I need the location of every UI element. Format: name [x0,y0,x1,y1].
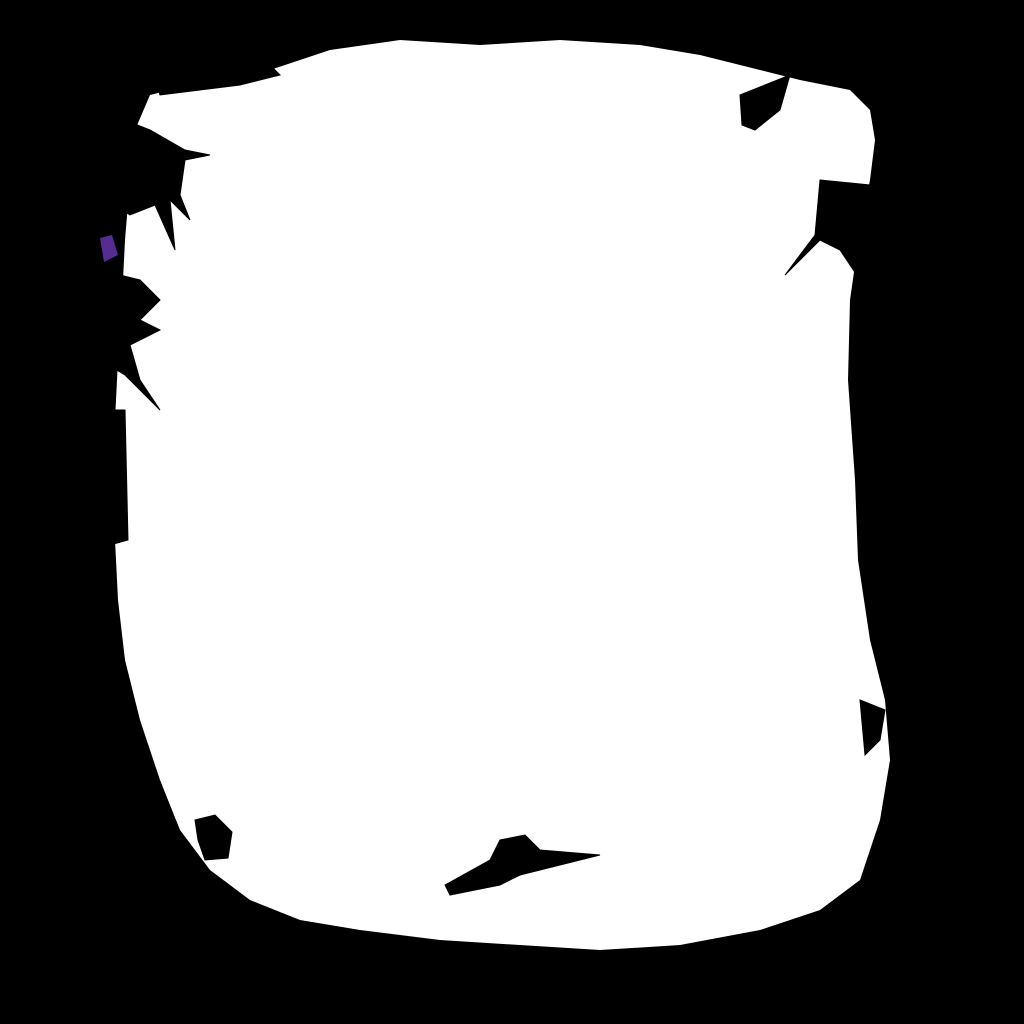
white-paper-area [112,40,890,950]
purple-accent-speck [100,235,118,262]
ink-splatters [99,54,886,896]
